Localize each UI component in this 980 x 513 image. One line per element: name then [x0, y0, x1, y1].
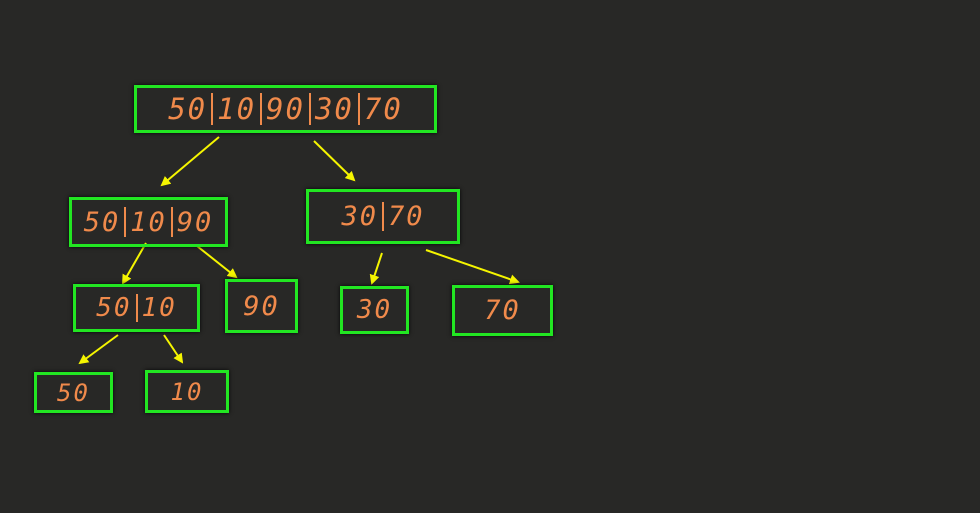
node-right: 30 70	[306, 189, 460, 244]
node-value: 50	[168, 92, 208, 126]
node-left-right: 90	[225, 279, 298, 333]
value-divider	[135, 293, 138, 323]
arrow-left-to-leftright	[196, 245, 238, 279]
node-value: 70	[484, 295, 521, 326]
arrow-root-to-left	[160, 136, 220, 187]
node-value: 90	[266, 92, 305, 126]
node-value: 90	[243, 290, 280, 322]
node-value: 30	[314, 92, 354, 126]
node-value: 70	[363, 92, 403, 126]
node-value: 90	[176, 206, 214, 238]
value-divider	[211, 93, 214, 125]
value-divider	[308, 93, 311, 125]
arrow-root-to-right	[313, 140, 356, 182]
node-value: 30	[341, 201, 378, 232]
node-left: 50 10 90	[69, 197, 228, 247]
arrow-right-to-rightright	[425, 249, 520, 285]
node-leaf-10: 10	[145, 370, 229, 413]
arrow-right-to-rightleft	[369, 252, 383, 285]
value-divider	[260, 93, 263, 125]
node-value: 10	[170, 377, 204, 406]
node-value: 50	[57, 378, 90, 407]
value-divider	[357, 93, 360, 125]
node-value: 10	[130, 206, 167, 238]
node-value: 70	[388, 201, 425, 232]
value-divider	[170, 207, 173, 237]
value-divider	[382, 201, 384, 232]
node-root: 50 10 90 30 70	[134, 85, 437, 133]
node-value: 10	[217, 92, 257, 126]
arrow-left-to-leftleft	[122, 242, 147, 285]
node-right-right: 70	[452, 285, 553, 336]
node-right-left: 30	[340, 286, 409, 334]
node-value: 30	[356, 295, 393, 325]
value-divider	[124, 207, 127, 237]
arrow-leftleft-to-leaf10	[163, 334, 184, 364]
node-leaf-50: 50	[34, 372, 113, 413]
node-value: 10	[141, 293, 177, 323]
node-left-left: 50 10	[73, 284, 200, 332]
arrow-leftleft-to-leaf50	[78, 334, 119, 365]
node-value: 50	[83, 206, 121, 238]
node-value: 50	[96, 293, 132, 323]
